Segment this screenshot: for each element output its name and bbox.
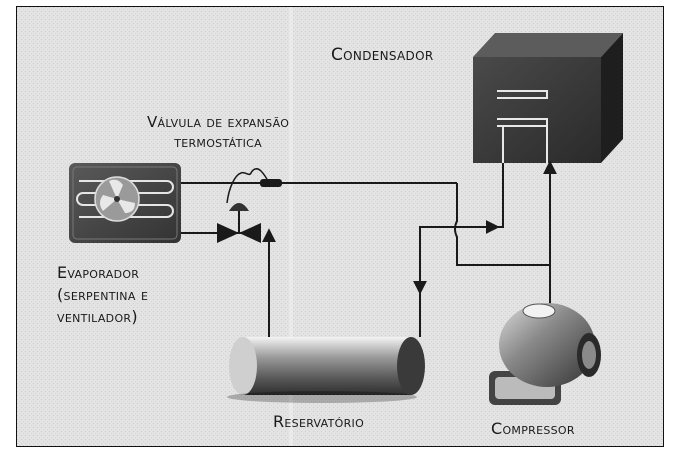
evaporator-inner-rim xyxy=(72,166,178,240)
reservoir-body xyxy=(243,337,411,395)
compressor-body xyxy=(499,303,595,387)
reservoir-shadow xyxy=(227,391,417,403)
expansion-valve xyxy=(217,203,261,243)
label-valvula-line2: termostática xyxy=(174,133,262,151)
valve-diaphragm xyxy=(229,203,249,211)
refrigeration-cycle-diagram xyxy=(17,7,663,446)
reservoir-unit xyxy=(227,337,425,403)
label-condensador: Condensador xyxy=(331,45,434,65)
evaporator-coil xyxy=(76,180,174,218)
evaporator-unit xyxy=(69,163,181,243)
label-evaporador-line3: ventilador) xyxy=(57,307,138,326)
scan-fold-line xyxy=(289,7,293,446)
diagram-frame: Condensador Válvula de expansão termostá… xyxy=(16,6,664,447)
compressor-top-port xyxy=(522,303,556,319)
condenser-coil-upper xyxy=(497,90,548,99)
label-evaporador-line1: Evaporador xyxy=(57,263,140,282)
reservoir-cap-left xyxy=(229,337,257,395)
compressor-unit xyxy=(489,303,601,405)
label-evaporador: Evaporador (serpentina e ventilador) xyxy=(57,262,148,328)
condenser-unit xyxy=(473,33,623,163)
valve-body-left xyxy=(217,223,239,243)
label-evaporador-line2: (serpentina e xyxy=(57,285,149,304)
thermostatic-bulb xyxy=(260,179,282,187)
condenser-coil-lower xyxy=(497,118,548,127)
label-valvula: Válvula de expansão termostática xyxy=(147,112,289,152)
condenser-top-face xyxy=(473,33,623,57)
condenser-front-face xyxy=(473,57,601,163)
compressor-end-cap-inner xyxy=(582,341,596,369)
thermostatic-capillary xyxy=(226,168,270,204)
label-valvula-line1: Válvula de expansão xyxy=(147,113,290,131)
pipe-suction-to-compressor xyxy=(454,183,551,307)
reservoir-cap-right xyxy=(397,337,425,395)
condenser-side-face xyxy=(601,33,623,163)
label-reservatorio: Reservatório xyxy=(273,412,365,431)
label-compressor: Compressor xyxy=(491,419,575,438)
valve-body-right xyxy=(239,223,261,243)
fan-hub-icon xyxy=(114,196,120,202)
